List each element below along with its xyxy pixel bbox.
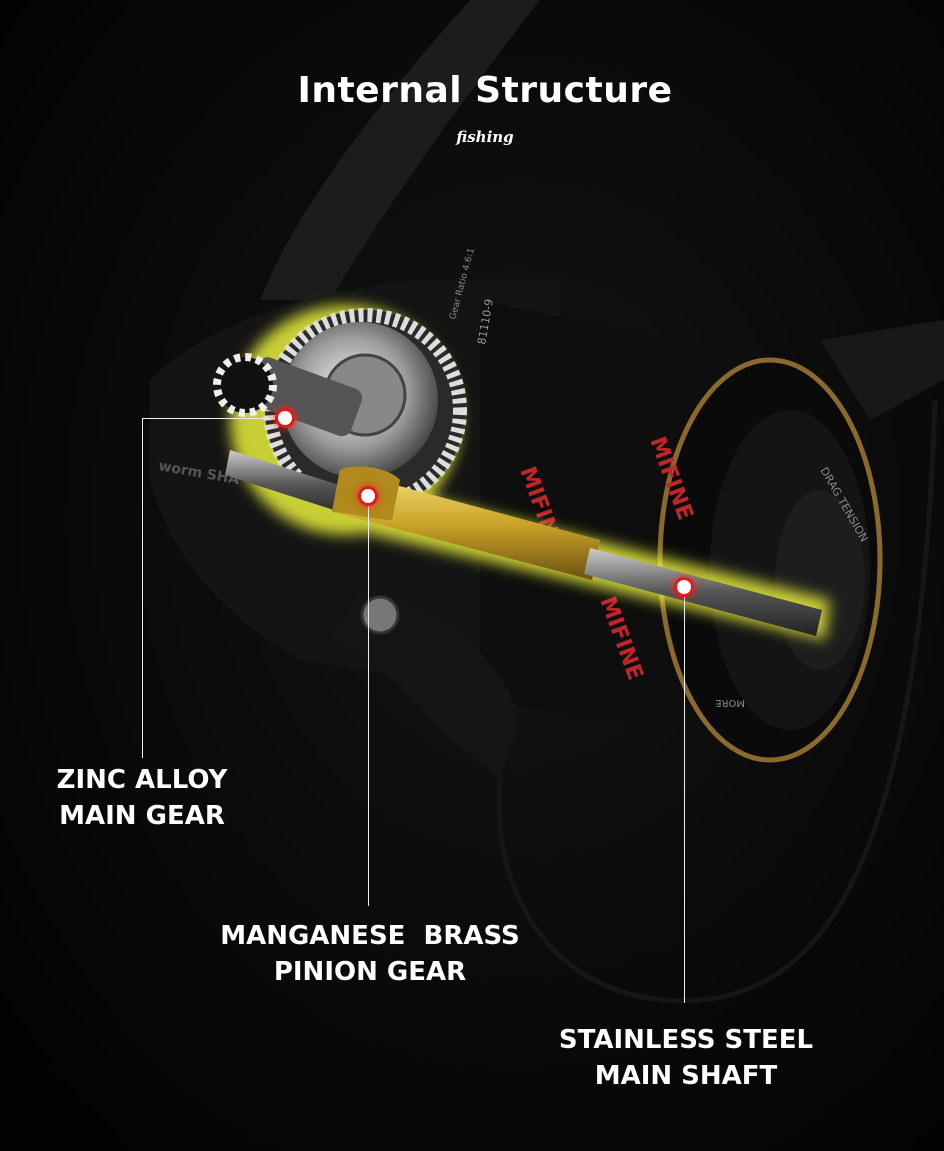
callout-dot-main-gear: [278, 411, 292, 425]
callout-label-line: STAINLESS STEEL: [558, 1025, 814, 1055]
rod: [225, 450, 370, 520]
callout-label-line: MAIN GEAR: [59, 801, 225, 831]
callout-dot-pinion-gear: [361, 489, 375, 503]
main-gear: [213, 308, 467, 512]
screw: [360, 595, 400, 635]
callout-line: [684, 587, 685, 1003]
callout-line: [368, 496, 369, 906]
callout-pinion-gear: MANGANESE BRASS PINION GEAR: [190, 918, 550, 990]
callout-line: [142, 418, 143, 758]
callout-label-line: MANGANESE BRASS: [220, 921, 520, 951]
handle-arm: [330, 590, 520, 780]
subtitle: fishing: [456, 128, 514, 146]
knob-text: MORE: [715, 697, 745, 708]
bail-arm: [260, 0, 540, 300]
page-title: Internal Structure: [297, 70, 673, 111]
callout-main-gear: ZINC ALLOY MAIN GEAR: [0, 762, 322, 834]
spool: MIFINE MIFINE MIFINE 81110-9 Gear Ratio …: [448, 247, 883, 763]
callout-line: [142, 418, 285, 419]
callout-dot-main-shaft: [677, 580, 691, 594]
pinion-gear: [332, 470, 600, 580]
callout-label-line: MAIN SHAFT: [594, 1061, 778, 1091]
callout-main-shaft: STAINLESS STEEL MAIN SHAFT: [506, 1022, 866, 1094]
callout-label-line: PINION GEAR: [273, 957, 467, 987]
callout-label-line: ZINC ALLOY: [56, 765, 228, 795]
main-shaft: [584, 548, 822, 636]
